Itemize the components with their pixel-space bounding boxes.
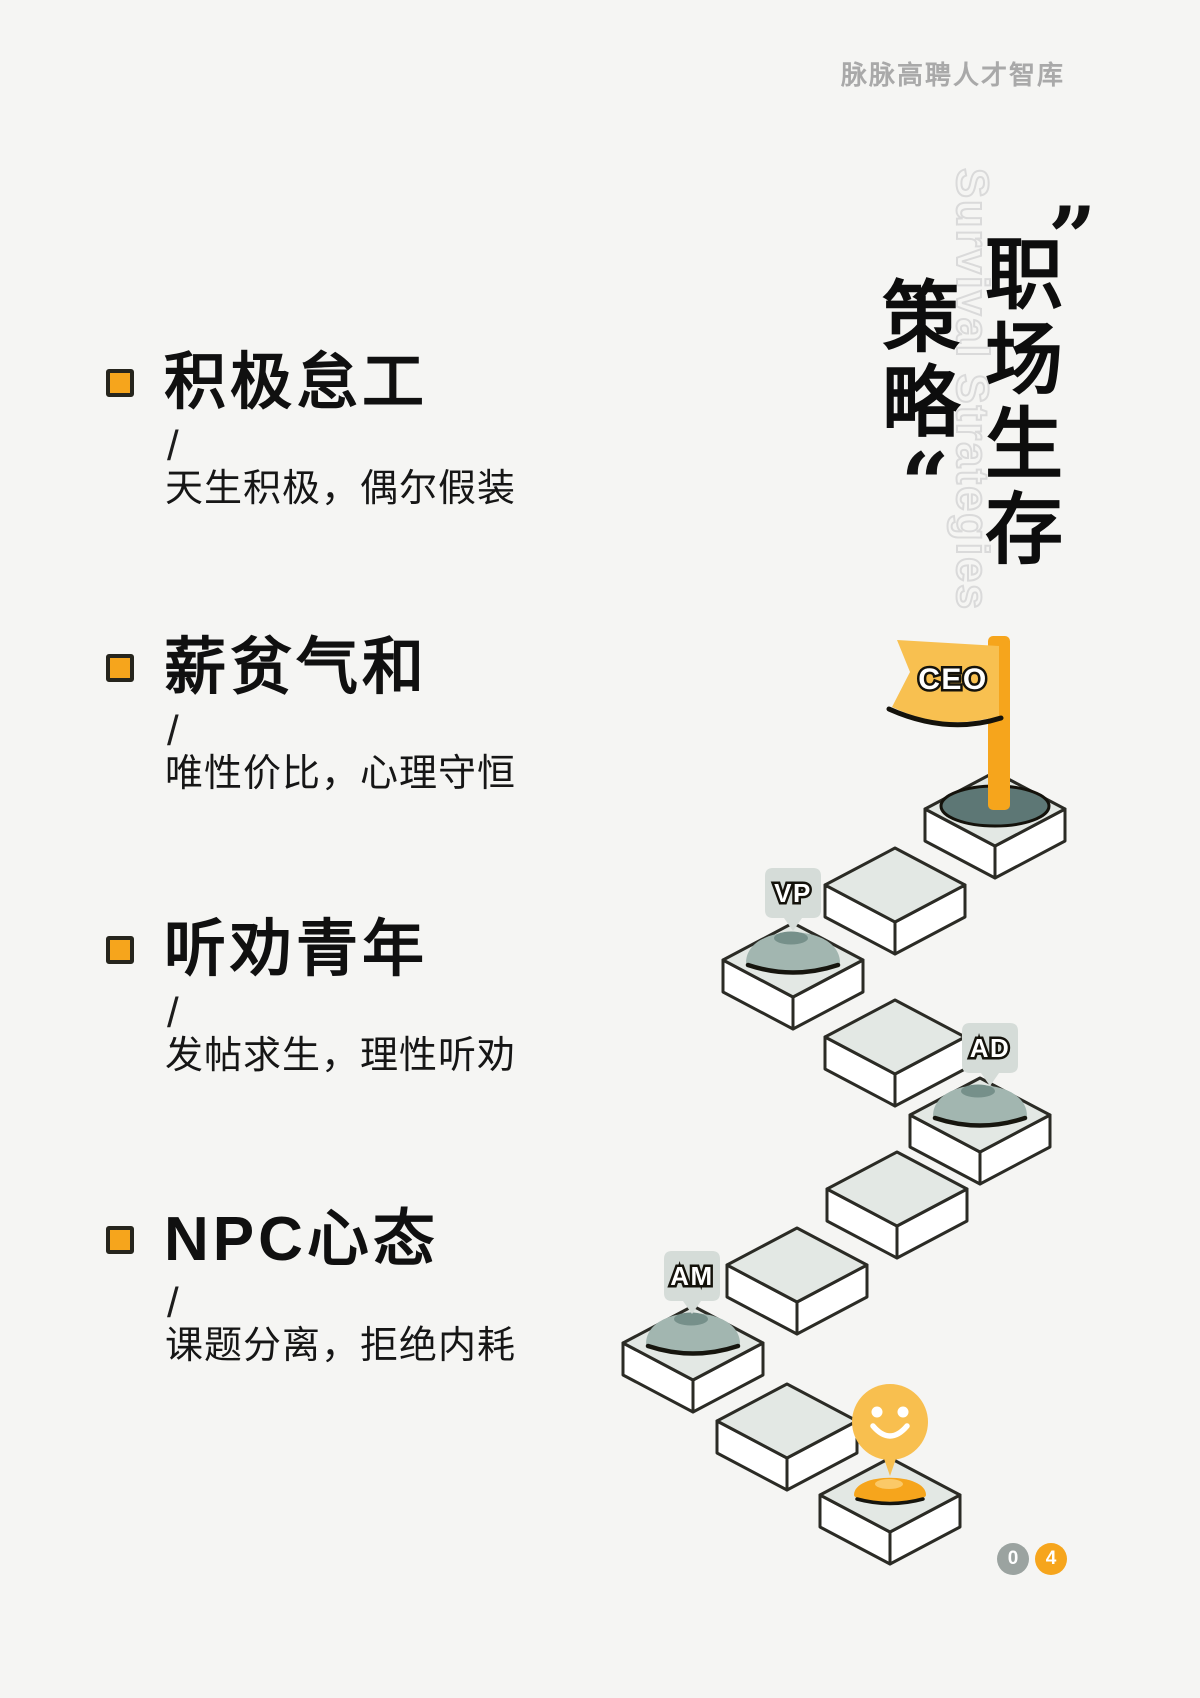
ladder-step — [725, 1226, 869, 1336]
page-number: 0 4 — [997, 1543, 1067, 1575]
am-badge: AM — [664, 1251, 720, 1314]
strategy-item-head: NPC心态 — [106, 1207, 516, 1272]
closing-quote-mark: ” — [1048, 188, 1097, 287]
bullet-square-icon — [106, 1225, 134, 1254]
page-digit-circle: 0 — [997, 1543, 1029, 1575]
slash-separator: / — [167, 989, 179, 1037]
dome-button-icon — [746, 932, 840, 973]
strategy-description: 课题分离，拒绝内耗 — [165, 1325, 517, 1368]
bullet-square-icon — [106, 935, 134, 964]
background-english-title: Survival Strategies — [946, 167, 999, 612]
bullet-square-icon — [106, 368, 134, 397]
strategy-title: 积极怠工 — [164, 348, 429, 417]
page-title-line1: 职场生存 — [974, 233, 1062, 573]
strategy-description: 唯性价比，心理守恒 — [165, 753, 517, 796]
strategy-item: 薪贫气和 / 唯性价比，心理守恒 — [106, 635, 516, 796]
am-label: AM — [670, 1261, 713, 1291]
opening-quote-mark: “ — [901, 434, 950, 533]
smiley-face-icon — [852, 1384, 928, 1476]
bullet-square-icon — [106, 653, 134, 682]
page-digit-circle: 4 — [1035, 1543, 1067, 1575]
strategy-description: 发帖求生，理性听劝 — [165, 1035, 517, 1078]
ad-label: AD — [970, 1033, 1011, 1063]
strategy-item: 积极怠工 / 天生积极，偶尔假装 — [106, 350, 516, 511]
ladder-step — [823, 846, 967, 956]
ladder-step — [825, 1150, 969, 1260]
strategy-item-head: 薪贫气和 — [106, 635, 516, 700]
dome-button-icon — [933, 1085, 1027, 1126]
slash-separator: / — [167, 422, 179, 470]
strategy-item: NPC心态 / 课题分离，拒绝内耗 — [106, 1207, 516, 1368]
vp-badge: VP — [765, 868, 821, 931]
ceo-label: CEO — [918, 663, 988, 696]
strategy-item-head: 积极怠工 — [106, 350, 516, 415]
slash-separator: / — [167, 707, 179, 755]
vp-label: VP — [774, 878, 812, 908]
strategy-title: NPC心态 — [164, 1205, 439, 1274]
ad-badge: AD — [962, 1023, 1018, 1086]
strategy-item: 听劝青年 / 发帖求生，理性听劝 — [106, 917, 516, 1078]
slash-separator: / — [167, 1279, 179, 1327]
strategy-title: 听劝青年 — [164, 915, 429, 984]
ladder-step — [715, 1382, 859, 1492]
strategy-title: 薪贫气和 — [164, 633, 429, 702]
career-ladder-illustration: CEO VP AD AM — [621, 636, 1067, 1566]
ladder-step — [823, 998, 967, 1108]
strategy-item-head: 听劝青年 — [106, 917, 516, 982]
ceo-flag-icon: CEO — [886, 636, 1051, 828]
start-disc-icon — [854, 1477, 926, 1506]
strategy-description: 天生积极，偶尔假装 — [165, 468, 517, 511]
dome-button-icon — [646, 1313, 740, 1354]
brand-header: 脉脉高聘人才智库 — [840, 60, 1065, 90]
page-title-line2: 策略 — [871, 276, 959, 446]
